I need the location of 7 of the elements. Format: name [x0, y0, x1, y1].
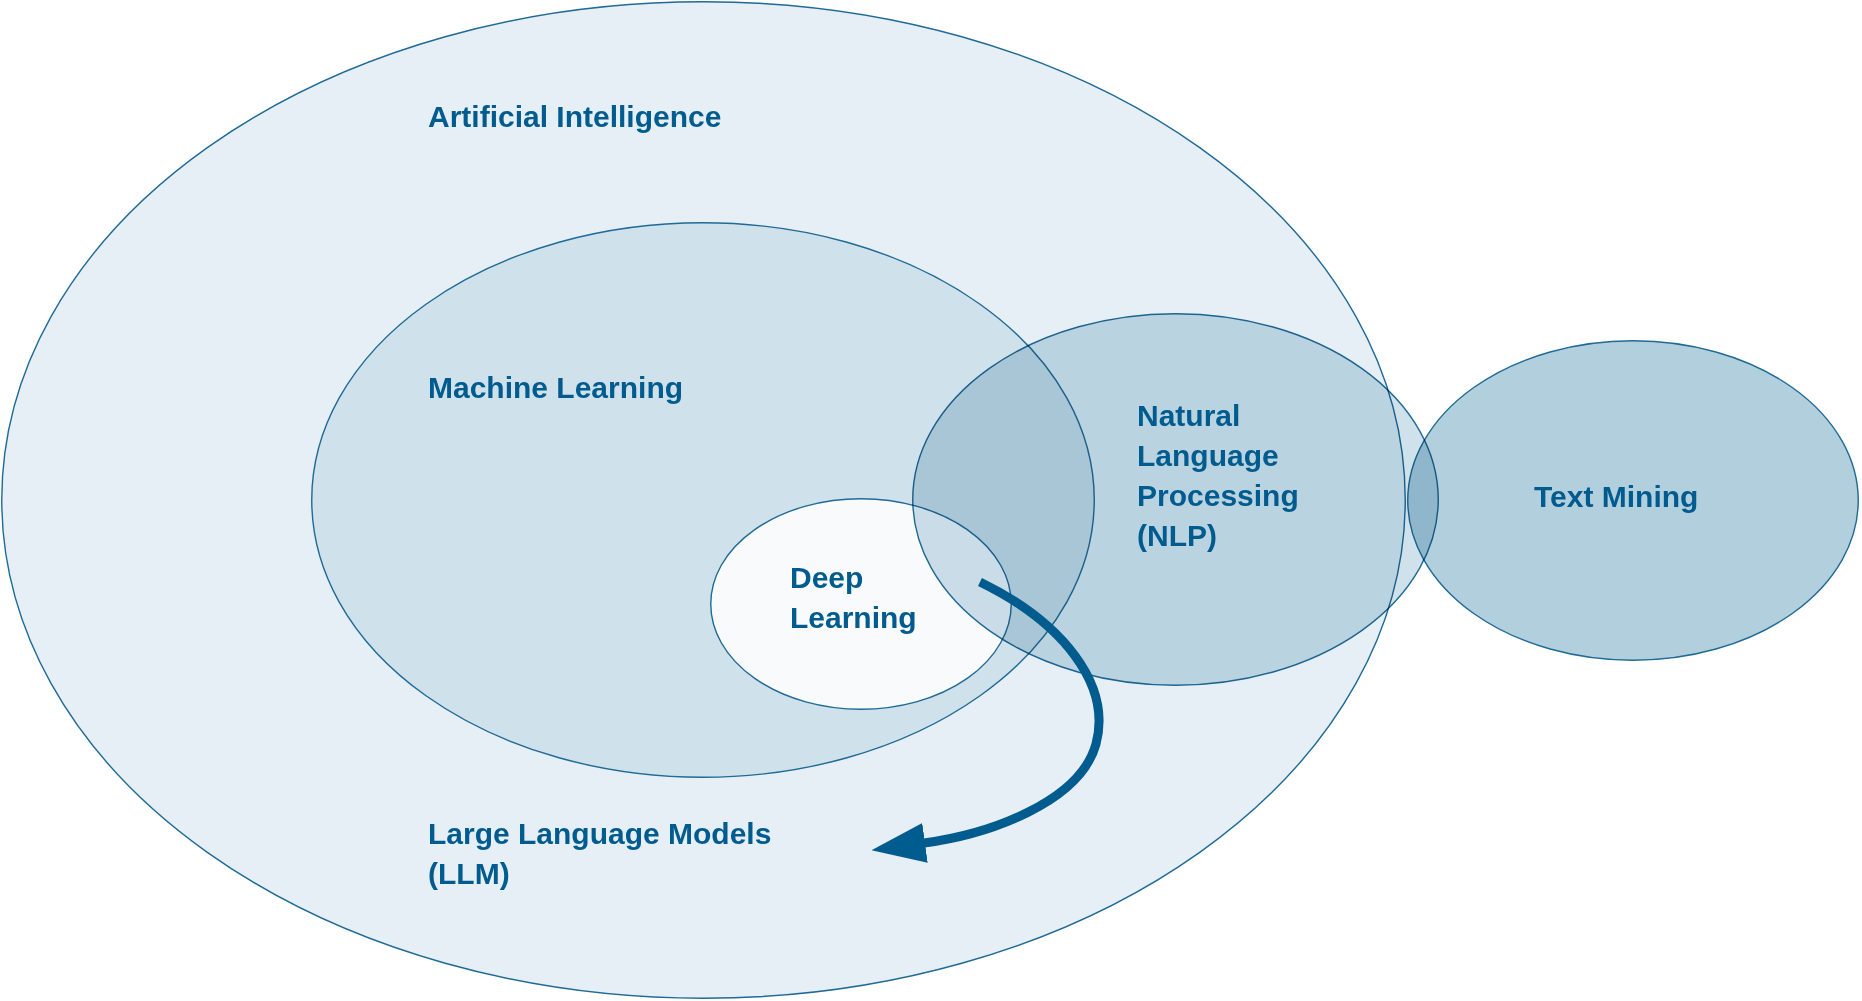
- category-label: Large Language Models (LLM): [428, 814, 788, 894]
- category-label: Natural Language Processing (NLP): [1137, 398, 1300, 554]
- category-label: Text Mining: [1534, 479, 1699, 515]
- category-label: Artificial Intelligence: [428, 99, 722, 135]
- category-label: Deep Learning: [790, 560, 918, 636]
- curved-arrow: [871, 578, 1104, 863]
- category-label: Machine Learning: [428, 370, 684, 406]
